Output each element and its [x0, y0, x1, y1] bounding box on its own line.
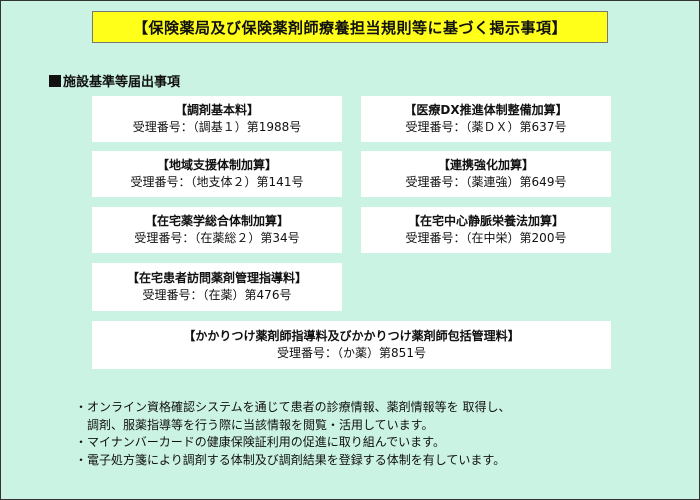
note-text: オンライン資格確認システムを通じて患者の診療情報、薬剤情報等を 取得し、 調剤、… — [87, 400, 511, 432]
card-family-pharmacist-fee: 【かかりつけ薬剤師指導料及びかかりつけ薬剤師包括管理料】 受理番号：（か薬）第8… — [92, 321, 611, 369]
section-heading-text: 施設基準等届出事項 — [63, 75, 181, 90]
card-registration-number: 受理番号：（在薬総２）第34号 — [134, 231, 300, 245]
notes-list: ・オンライン資格確認システムを通じて患者の診療情報、薬剤情報等を 取得し、 調剤… — [75, 399, 675, 469]
card-title: 【医療DX推進体制整備加算】 — [404, 103, 568, 117]
card-home-visit-guidance-fee: 【在宅患者訪問薬剤管理指導料】 受理番号：（在薬）第476号 — [92, 263, 342, 311]
card-cooperation-addition: 【連携強化加算】 受理番号：（薬連強）第649号 — [361, 151, 611, 197]
card-registration-number: 受理番号：（在薬）第476号 — [142, 288, 292, 302]
card-home-iv-nutrition-addition: 【在宅中心静脈栄養法加算】 受理番号：（在中栄）第200号 — [361, 207, 611, 253]
notice-title: 【保険薬局及び保険薬剤師療養担当規則等に基づく掲示事項】 — [92, 11, 608, 43]
card-registration-number: 受理番号：（地支体２）第141号 — [130, 175, 304, 189]
card-title: 【かかりつけ薬剤師指導料及びかかりつけ薬剤師包括管理料】 — [183, 329, 520, 343]
bullet: ・ — [75, 435, 88, 449]
card-registration-number: 受理番号：（在中栄）第200号 — [405, 231, 567, 245]
card-community-support-addition: 【地域支援体制加算】 受理番号：（地支体２）第141号 — [92, 151, 342, 197]
note-item: ・マイナンバーカードの健康保険証利用の促進に取り組んでいます。 — [75, 434, 675, 452]
card-registration-number: 受理番号：（か薬）第851号 — [277, 346, 426, 360]
card-title: 【連携強化加算】 — [437, 158, 534, 172]
card-registration-number: 受理番号：（調基１）第1988号 — [132, 120, 302, 134]
card-medical-dx-addition: 【医療DX推進体制整備加算】 受理番号：（薬ＤＸ）第637号 — [361, 96, 611, 142]
card-title: 【地域支援体制加算】 — [156, 158, 277, 172]
note-text: マイナンバーカードの健康保険証利用の促進に取り組んでいます。 — [87, 435, 445, 449]
card-title: 【在宅中心静脈栄養法加算】 — [407, 214, 564, 228]
note-text: 電子処方箋により調剤する体制及び調剤結果を登録する体制を有しています。 — [87, 452, 506, 467]
card-registration-number: 受理番号：（薬連強）第649号 — [405, 175, 567, 189]
card-home-pharmacy-system-addition: 【在宅薬学総合体制加算】 受理番号：（在薬総２）第34号 — [92, 207, 342, 253]
section-heading: 施設基準等届出事項 — [49, 71, 180, 90]
card-title: 【在宅患者訪問薬剤管理指導料】 — [126, 271, 307, 285]
card-title: 【在宅薬学総合体制加算】 — [144, 214, 289, 228]
card-title: 【調剤基本料】 — [174, 103, 259, 117]
bullet: ・ — [75, 452, 88, 467]
note-item: ・電子処方箋により調剤する体制及び調剤結果を登録する体制を有しています。 — [75, 452, 675, 470]
card-registration-number: 受理番号：（薬ＤＸ）第637号 — [405, 120, 567, 134]
bullet: ・ — [75, 400, 88, 414]
note-item: ・オンライン資格確認システムを通じて患者の診療情報、薬剤情報等を 取得し、 調剤… — [75, 399, 675, 434]
card-dispensing-basic-fee: 【調剤基本料】 受理番号：（調基１）第1988号 — [92, 96, 342, 142]
square-marker-icon — [49, 74, 61, 87]
